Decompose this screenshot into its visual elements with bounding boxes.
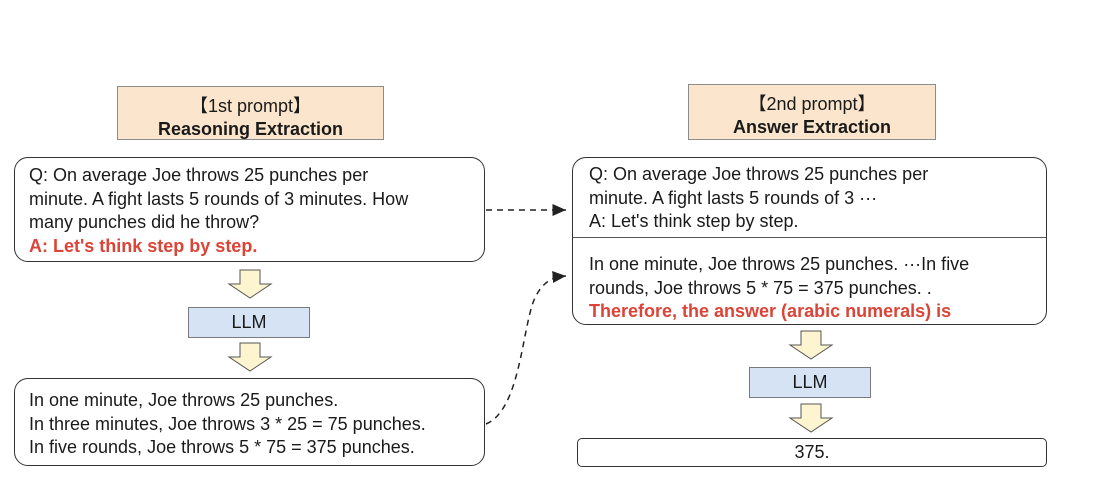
first-prompt-header: 【1st prompt】 Reasoning Extraction xyxy=(117,86,384,140)
down-arrow-icon xyxy=(788,330,834,360)
reasoning-line: rounds, Joe throws 5 * 75 = 375 punches.… xyxy=(589,277,932,298)
question-line: minute. A fight lasts 5 rounds of 3 minu… xyxy=(29,188,409,209)
output-line: In one minute, Joe throws 25 punches. xyxy=(29,390,339,410)
second-prompt-title: Answer Extraction xyxy=(732,117,892,137)
llm-box-right: LLM xyxy=(749,367,871,398)
down-arrow-icon xyxy=(227,342,273,372)
question-line: many punches did he throw? xyxy=(29,212,260,232)
dashed-arrow-reasoning xyxy=(485,270,567,425)
llm-box-left: LLM xyxy=(188,307,310,338)
question-line: Q: On average Joe throws 25 punches per xyxy=(29,165,369,185)
output-line: In three minutes, Joe throws 3 * 25 = 75… xyxy=(29,413,426,434)
second-prompt-header: 【2nd prompt】 Answer Extraction xyxy=(688,84,936,140)
llm-label: LLM xyxy=(231,312,267,332)
question-line: A: Let's think step by step. xyxy=(589,211,799,231)
answer-trigger: Therefore, the answer (arabic numerals) … xyxy=(589,301,952,321)
second-prompt-bracket: 【2nd prompt】 xyxy=(748,94,876,114)
first-prompt-title: Reasoning Extraction xyxy=(157,119,344,139)
final-answer: 375. xyxy=(794,442,830,462)
first-prompt-bracket: 【1st prompt】 xyxy=(189,96,312,116)
down-arrow-icon xyxy=(227,269,273,299)
output-line: In five rounds, Joe throws 5 * 75 = 375 … xyxy=(29,437,415,457)
second-prompt-question-section: Q: On average Joe throws 25 punches per … xyxy=(573,158,1046,238)
trigger-sentence: A: Let's think step by step. xyxy=(29,235,258,256)
down-arrow-icon xyxy=(788,403,834,433)
llm-label: LLM xyxy=(792,372,828,392)
second-prompt-box: Q: On average Joe throws 25 punches per … xyxy=(572,157,1047,325)
question-line: minute. A fight lasts 5 rounds of 3 ··· xyxy=(589,187,878,208)
reasoning-line: In one minute, Joe throws 25 punches. ··… xyxy=(589,254,970,274)
final-answer-box: 375. xyxy=(577,438,1047,467)
second-prompt-reasoning-section: In one minute, Joe throws 25 punches. ··… xyxy=(573,238,1046,324)
first-prompt-box: Q: On average Joe throws 25 punches per … xyxy=(14,157,485,262)
question-line: Q: On average Joe throws 25 punches per xyxy=(589,164,929,184)
reasoning-output-box: In one minute, Joe throws 25 punches. In… xyxy=(14,378,485,466)
